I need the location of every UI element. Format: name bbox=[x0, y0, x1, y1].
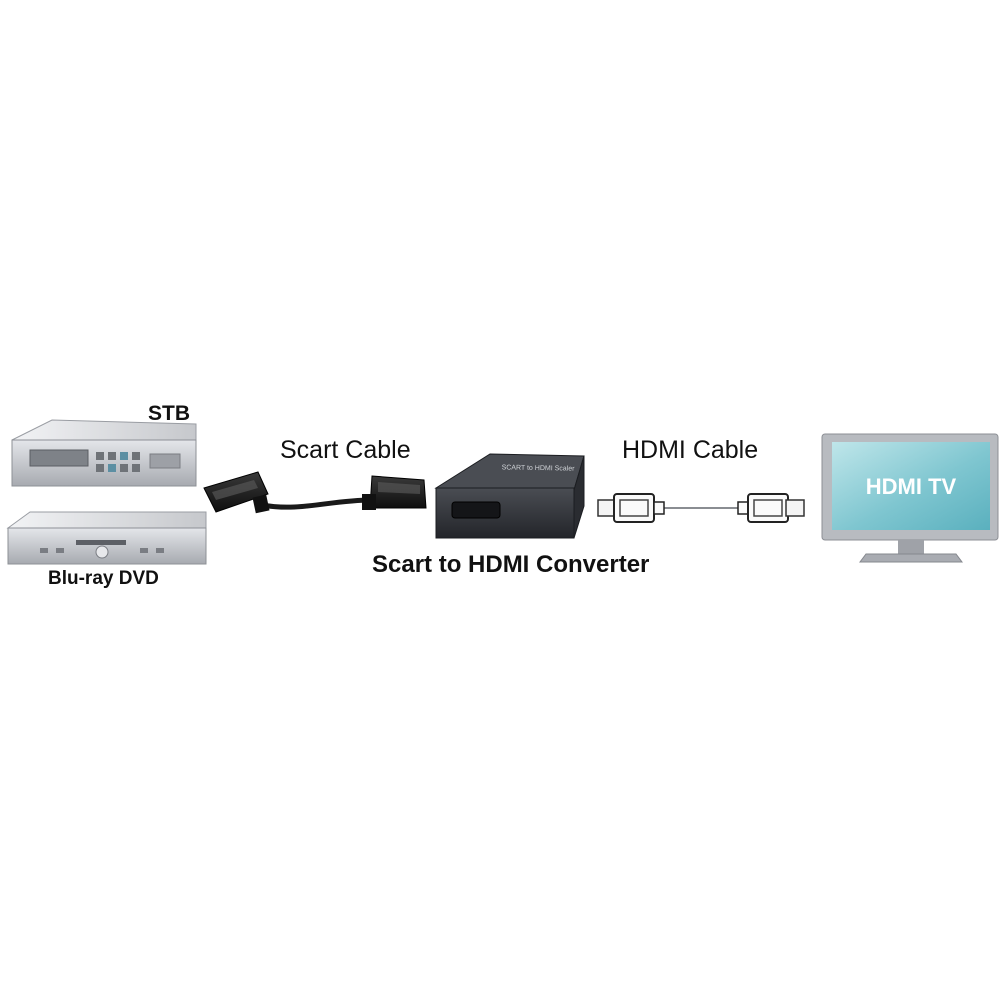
converter-top-text: SCART to HDMI Scaler bbox=[502, 464, 576, 472]
tv-monitor-icon: HDMI TV bbox=[821, 433, 999, 563]
scart-cable-label: Scart Cable bbox=[280, 436, 411, 464]
hdmi-plug-icon bbox=[597, 493, 665, 523]
scart-plug-icon bbox=[362, 475, 427, 510]
stb-device-icon bbox=[11, 419, 197, 487]
converter-label: Scart to HDMI Converter bbox=[372, 551, 650, 578]
hdmi-cable-label: HDMI Cable bbox=[622, 436, 759, 464]
scart-plug-icon bbox=[203, 471, 270, 514]
hdmi-plug-icon bbox=[737, 493, 805, 523]
stb-label: STB bbox=[148, 402, 190, 425]
tv-screen-label: HDMI TV bbox=[866, 474, 957, 499]
bluray-player-icon bbox=[6, 511, 207, 565]
bluray-label: Blu-ray DVD bbox=[48, 568, 159, 589]
converter-box-icon: SCART to HDMI Scaler bbox=[434, 453, 585, 539]
scart-cable bbox=[259, 497, 375, 510]
